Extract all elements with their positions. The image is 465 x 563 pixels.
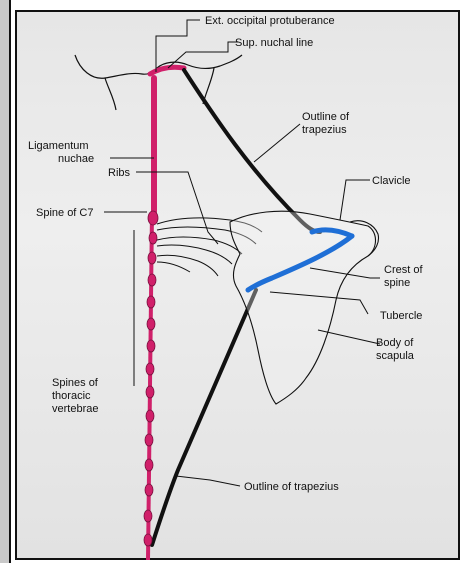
scapula-outline	[230, 211, 376, 404]
label-crest-1: Crest of	[384, 264, 423, 276]
label-crest-2: spine	[384, 277, 410, 289]
skull-mastoid-left	[105, 78, 116, 110]
superior-nuchal-line	[150, 67, 184, 74]
label-outline-trapezius-bottom: Outline of trapezius	[244, 481, 339, 493]
label-spines-1: Spines of	[52, 377, 99, 389]
label-spine-c7: Spine of C7	[36, 207, 93, 219]
label-spines-3: vertebrae	[52, 403, 98, 415]
label-clavicle: Clavicle	[372, 175, 411, 187]
label-ext-occipital: Ext. occipital protuberance	[205, 15, 335, 27]
label-outline-trapezius-top-1: Outline of	[302, 111, 350, 123]
label-body-2: scapula	[376, 350, 415, 362]
skull-base-outline	[75, 55, 242, 78]
label-sup-nuchal-line: Sup. nuchal line	[235, 37, 313, 49]
trapezius-outline-lower	[152, 290, 256, 545]
trapezius-outline-upper	[184, 70, 320, 232]
label-ligamentum-2: nuchae	[58, 153, 94, 165]
label-tubercle: Tubercle	[380, 310, 422, 322]
label-outline-trapezius-top-2: trapezius	[302, 124, 347, 136]
label-body-1: Body of	[376, 337, 414, 349]
label-spines-2: thoracic	[52, 390, 91, 402]
label-ligamentum-1: Ligamentum	[28, 140, 89, 152]
label-ribs: Ribs	[108, 167, 131, 179]
